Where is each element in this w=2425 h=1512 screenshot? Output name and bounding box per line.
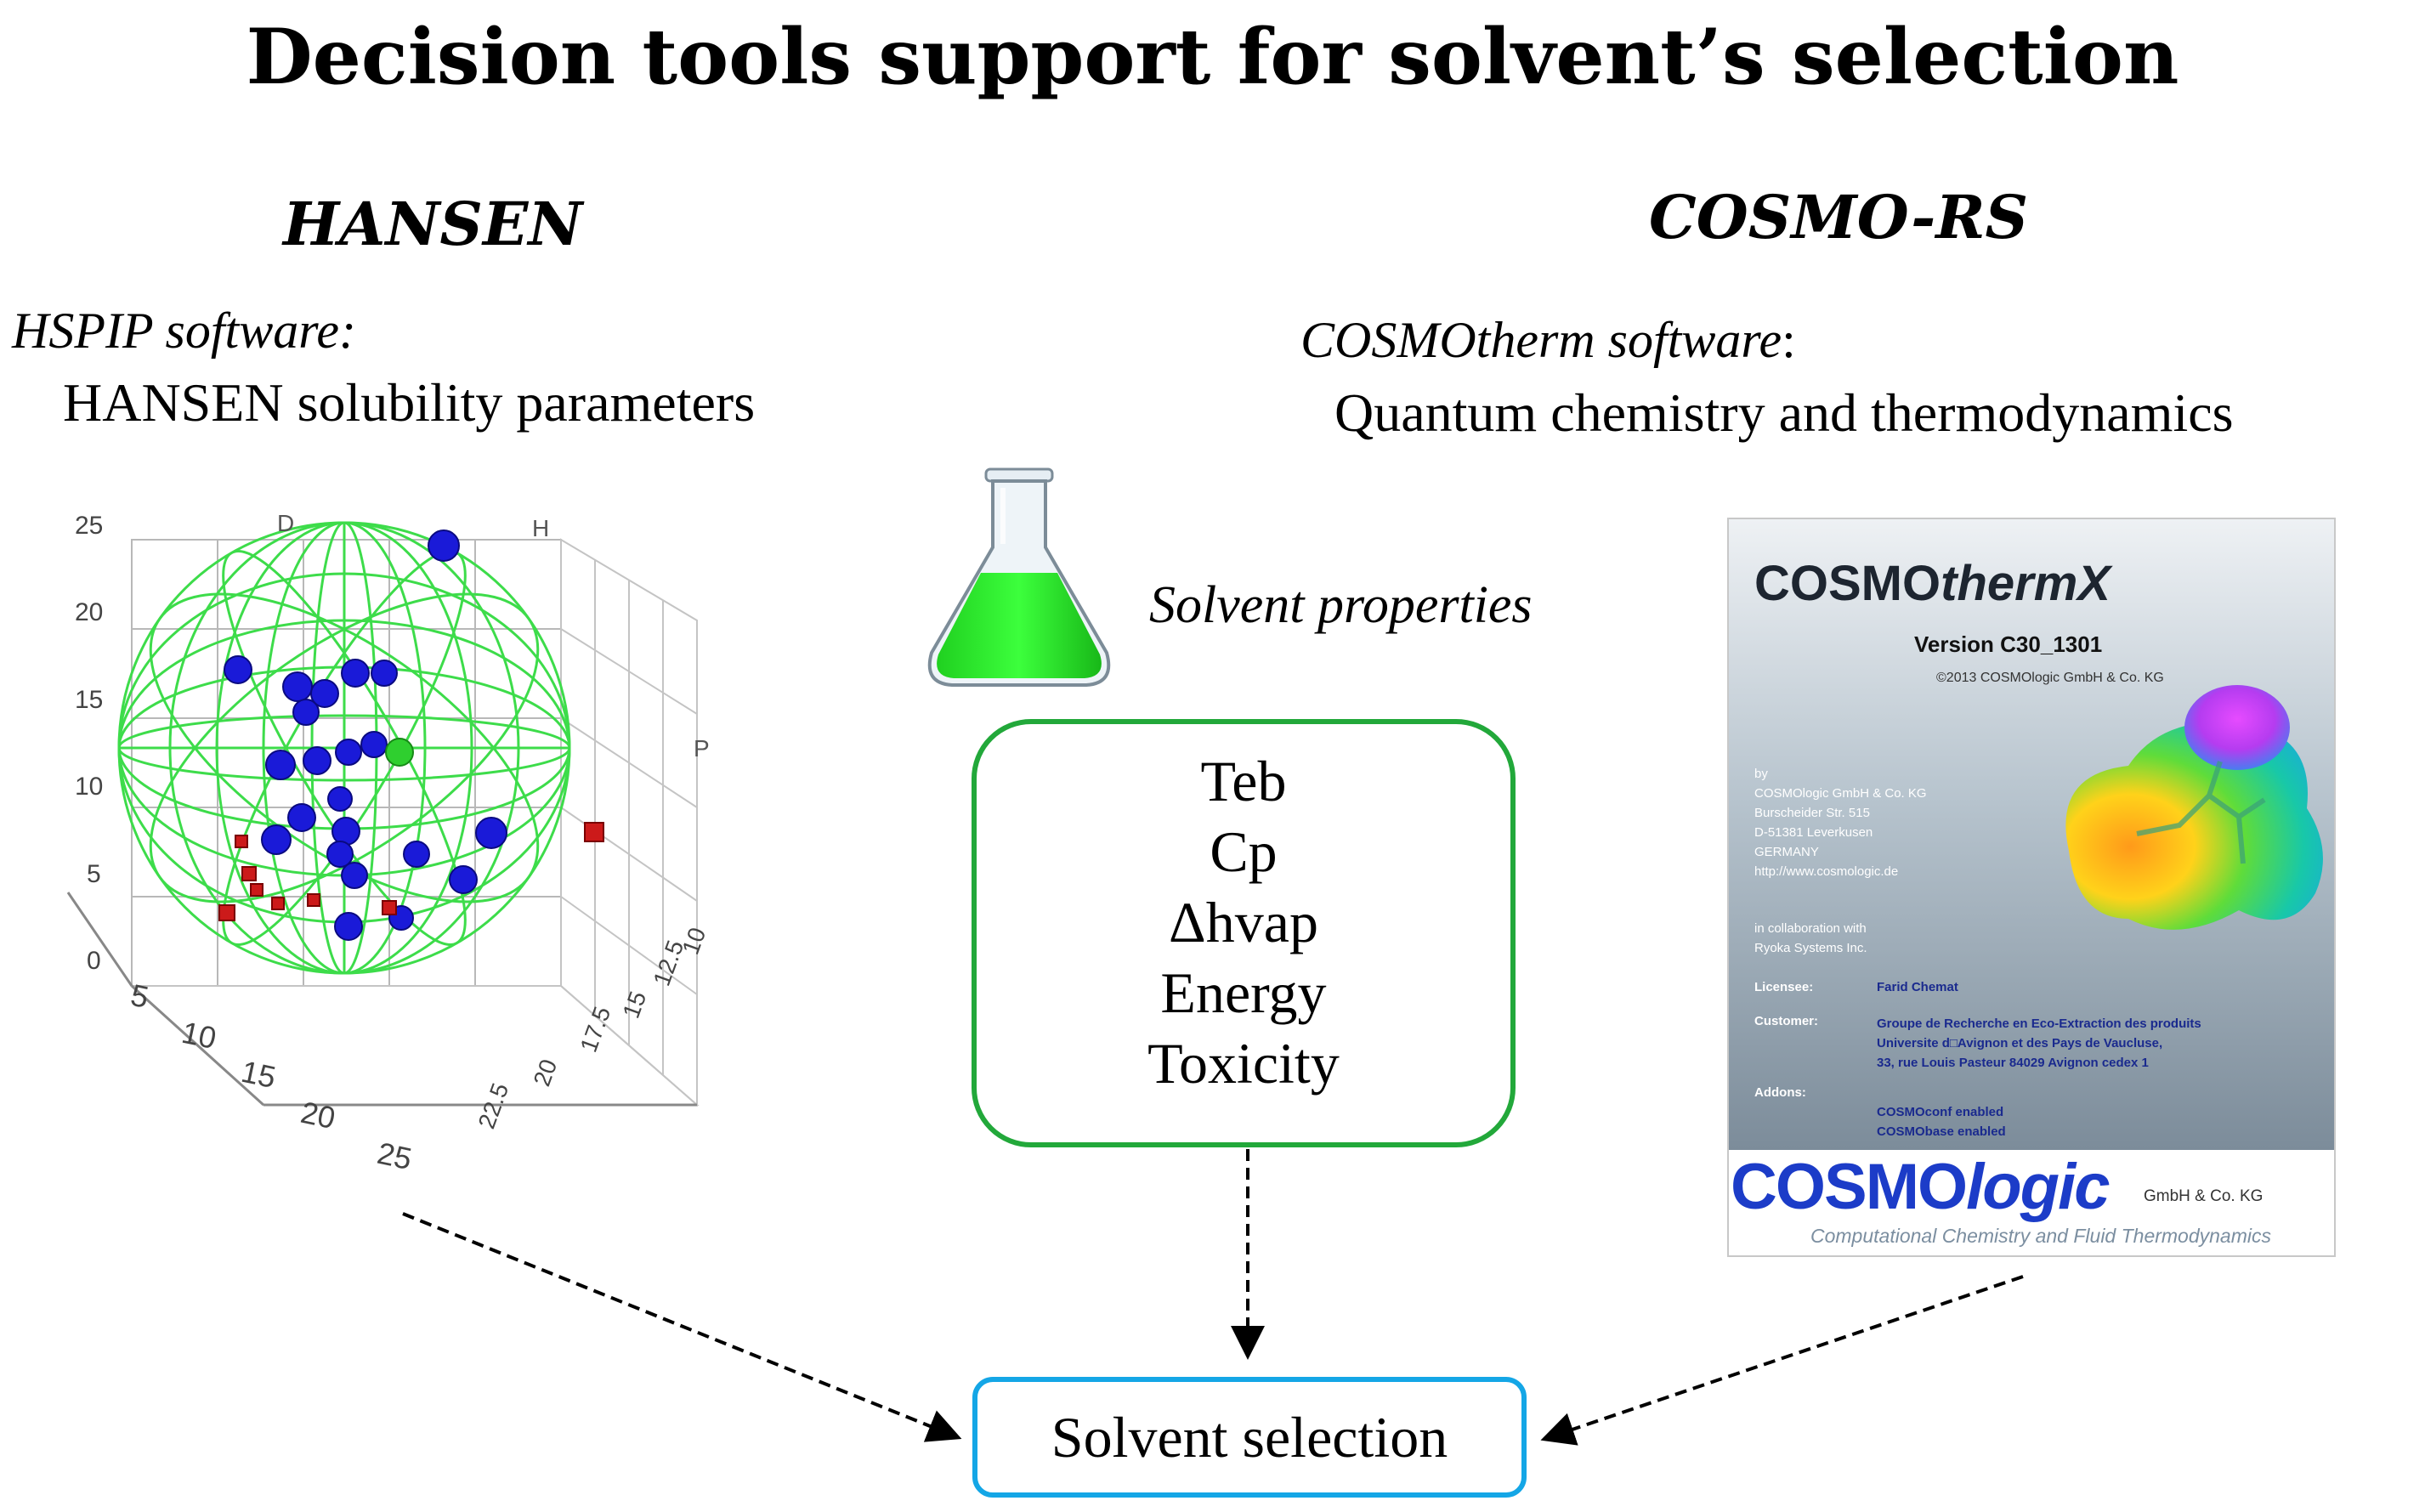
hansen-sphere-plot: 25 20 15 10 5 0 5 10 15 20 25 10 12.5 15… [66, 510, 711, 1173]
cosmologic-logo: COSMOlogic [1731, 1151, 2110, 1223]
solvent-points-outside [218, 822, 604, 921]
tick-label: 15 [618, 988, 652, 1022]
property-cp: Cp [1210, 819, 1278, 884]
tick-label: 25 [75, 512, 103, 540]
axis-label-p: P [694, 735, 710, 762]
vertical-ticks: 25 20 15 10 5 0 [75, 512, 103, 975]
version-label: Version C30_1301 [1914, 631, 2103, 657]
arrow-cosmo-to-selection [1540, 1275, 2024, 1446]
flask-icon [927, 467, 1111, 687]
plot-floor [129, 985, 700, 1106]
property-teb: Teb [1200, 749, 1287, 813]
tick-label: 5 [87, 860, 101, 888]
tick-label: 20 [529, 1056, 563, 1090]
solvent-points-inside [224, 529, 507, 941]
logo-tagline: Computational Chemistry and Fluid Thermo… [1810, 1225, 2271, 1247]
tick-label: 10 [178, 1015, 219, 1056]
product-name: COSMOthermX [1754, 556, 2111, 611]
tick-label: 15 [75, 686, 103, 714]
property-toxicity: Toxicity [1147, 1031, 1340, 1096]
property-energy: Energy [1160, 960, 1327, 1025]
cosmo-heading: COSMO-RS [1649, 182, 2029, 252]
tick-label: 12.5 [649, 937, 689, 989]
logo-suffix: GmbH & Co. KG [2144, 1187, 2264, 1205]
customer-label: Customer: [1754, 1014, 1819, 1028]
arrow-hansen-to-selection [402, 1212, 962, 1442]
axis-labels: D H P [277, 510, 710, 762]
cosmothermx-splash: COSMOthermX Version C30_1301 ©2013 COSMO… [1729, 519, 2334, 1255]
axis-label-h: H [532, 515, 549, 541]
software-colon: : [1782, 312, 1796, 368]
cosmotherm-software-label: COSMOtherm software: [1300, 309, 1796, 371]
tick-label: 10 [75, 773, 103, 801]
sphere-center-point [385, 738, 414, 767]
solvent-selection-box: Solvent selection [972, 1377, 1527, 1498]
addons-label: Addons: [1754, 1085, 1806, 1100]
plot-axes [66, 892, 697, 1107]
cosmologic-logo-band: COSMOlogic GmbH & Co. KG Computational C… [1729, 1150, 2334, 1255]
solvent-properties-label: Solvent properties [1149, 576, 1533, 634]
hansen-heading: HANSEN [283, 189, 583, 259]
tick-label: 25 [374, 1135, 415, 1173]
tick-label: 0 [87, 947, 101, 975]
front-ticks: 5 10 15 20 25 [127, 977, 415, 1173]
licensee-value: Farid Chemat [1877, 980, 1958, 994]
licensee-label: Licensee: [1754, 980, 1814, 994]
cosmo-description: Quantum chemistry and thermodynamics [1334, 382, 2234, 443]
molecule-surface-image [2065, 685, 2323, 930]
copyright-label: ©2013 COSMOlogic GmbH & Co. KG [1936, 671, 2164, 685]
solvent-properties-box: Teb Cp Δhvap Energy Toxicity [972, 719, 1516, 1147]
customer-value: Groupe de Recherche en Eco-Extraction de… [1877, 1016, 2201, 1070]
tick-label: 20 [297, 1095, 338, 1135]
page-title: Decision tools support for solvent’s sel… [246, 12, 2179, 102]
hansen-description: HANSEN solubility parameters [63, 372, 756, 433]
depth-ticks: 10 12.5 15 17.5 20 22.5 [473, 924, 711, 1132]
axis-label-d: D [277, 510, 294, 536]
software-name: COSMOtherm software [1300, 312, 1782, 368]
plot-side-wall [560, 538, 698, 1107]
property-dhvap: Δhvap [1169, 890, 1318, 954]
hspip-software-label: HSPIP software: [12, 303, 356, 359]
tick-label: 15 [238, 1054, 279, 1095]
tick-label: 20 [75, 598, 103, 626]
properties-list: Teb Cp Δhvap Energy Toxicity [977, 746, 1510, 1099]
